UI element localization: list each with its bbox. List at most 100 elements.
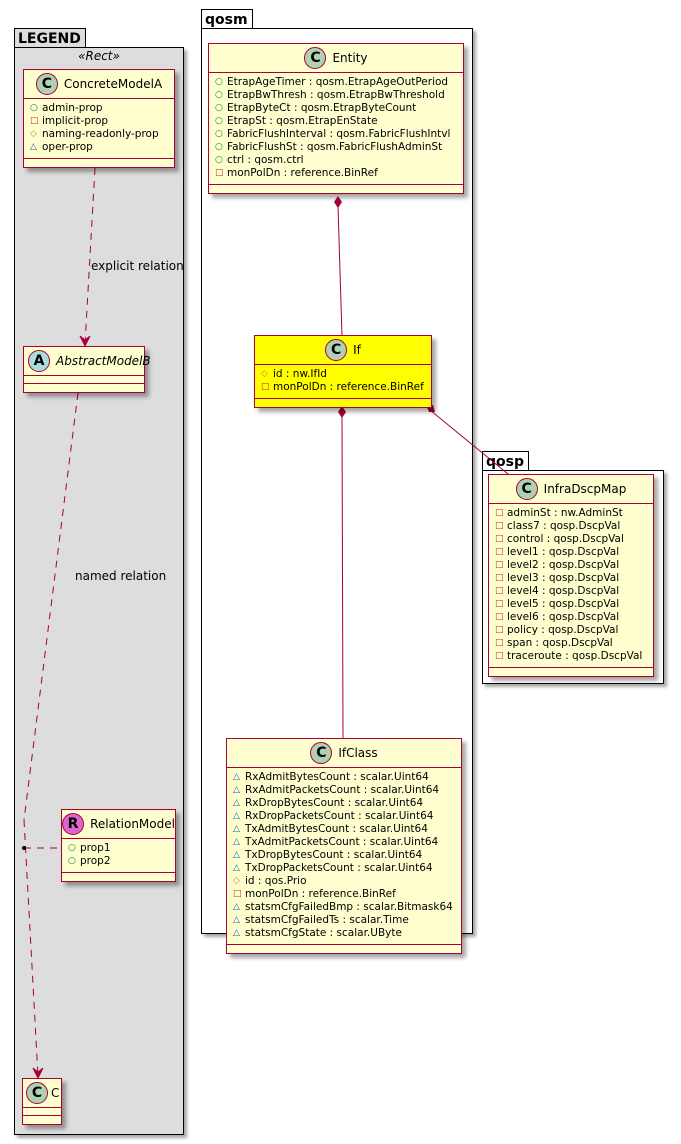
operations-compartment [62, 873, 175, 881]
attribute-text: TxDropPacketsCount : scalar.Uint64 [245, 862, 433, 874]
attribute-row: △statsmCfgFailedBmp : scalar.Bitmask64 [233, 901, 455, 914]
attribute-row: △RxAdmitBytesCount : scalar.Uint64 [233, 771, 455, 784]
attribute-text: naming-readonly-prop [42, 128, 159, 140]
package-visibility-icon: △ [233, 902, 240, 912]
class-entity[interactable]: C Entity ○EtrapAgeTimer : qosm.EtrapAgeO… [208, 43, 464, 194]
attribute-text: FabricFlushInterval : qosm.FabricFlushIn… [227, 128, 451, 140]
private-visibility-icon: □ [495, 573, 504, 583]
public-visibility-icon: ○ [68, 856, 76, 866]
attribute-text: level2 : qosp.DscpVal [507, 559, 620, 571]
attribute-row: □monPolDn : reference.BinRef [233, 888, 455, 901]
package-visibility-icon: △ [233, 928, 240, 938]
class-badge-icon: C [325, 339, 348, 361]
attribute-row: △TxAdmitBytesCount : scalar.Uint64 [233, 823, 455, 836]
attribute-text: statsmCfgState : scalar.UByte [245, 927, 402, 939]
class-name: If [353, 343, 361, 357]
class-badge-icon: C [304, 47, 327, 69]
attribute-row: □span : qosp.DscpVal [495, 637, 647, 650]
attribute-row: □monPolDn : reference.BinRef [215, 167, 457, 180]
attribute-row: □level5 : qosp.DscpVal [495, 598, 647, 611]
attribute-text: level3 : qosp.DscpVal [507, 572, 620, 584]
operations-compartment [24, 159, 174, 167]
package-visibility-icon: △ [30, 142, 37, 152]
attribute-text: level6 : qosp.DscpVal [507, 611, 620, 623]
attribute-row: ○prop2 [68, 855, 169, 868]
class-name: C [51, 1086, 60, 1100]
legend-package: «Rect» [14, 47, 184, 1135]
class-infradscpmap[interactable]: C InfraDscpMap □adminSt : nw.AdminSt□cla… [488, 474, 654, 677]
attribute-text: TxDropBytesCount : scalar.Uint64 [245, 849, 423, 861]
class-name: IfClass [338, 746, 378, 760]
attribute-row: □class7 : qosp.DscpVal [495, 520, 647, 533]
protected-visibility-icon: ◇ [233, 876, 240, 886]
class-if[interactable]: C If ◇id : nw.IfId □monPolDn : reference… [254, 335, 432, 408]
entity-composition-diamond-icon [334, 196, 342, 208]
abstract-badge-icon: A [28, 350, 50, 372]
attribute-row: △ statsmCfgState : scalar.UByte [233, 927, 455, 940]
attribute-text: policy : qosp.DscpVal [507, 624, 619, 636]
class-concrete-model-a[interactable]: C ConcreteModelA ○admin-prop □implicit-p… [23, 69, 175, 168]
class-header: C ConcreteModelA [24, 70, 174, 99]
named-relation-arrowhead [32, 1067, 44, 1080]
operations-compartment [255, 399, 431, 407]
package-visibility-icon: △ [233, 837, 240, 847]
class-c[interactable]: C C [22, 1078, 62, 1125]
attribute-text: control : qosp.DscpVal [507, 533, 624, 545]
attribute-text: level4 : qosp.DscpVal [507, 585, 620, 597]
class-header: C IfClass [227, 739, 461, 768]
private-visibility-icon: □ [495, 521, 504, 531]
class-ifclass[interactable]: C IfClass △RxAdmitBytesCount : scalar.Ui… [226, 738, 462, 954]
private-visibility-icon: □ [30, 116, 39, 126]
attribute-row: □level1 : qosp.DscpVal [495, 546, 647, 559]
public-visibility-icon: ○ [215, 129, 223, 139]
attribute-row: □adminSt : nw.AdminSt [495, 507, 647, 520]
operations-compartment [24, 384, 144, 392]
attribute-row: □level4 : qosp.DscpVal [495, 585, 647, 598]
attribute-text: level1 : qosp.DscpVal [507, 546, 620, 558]
named-relation-line [23, 392, 79, 821]
attribute-row: ○EtrapSt : qosm.EtrapEnState [215, 115, 457, 128]
class-header: C InfraDscpMap [489, 475, 653, 504]
attribute-text: traceroute : qosp.DscpVal [507, 650, 643, 662]
legend-package-tab: LEGEND [14, 28, 86, 48]
attribute-row: ○ EtrapByteCt : qosm.EtrapByteCount [215, 102, 457, 115]
attribute-text: id : nw.IfId [273, 368, 327, 380]
class-abstract-model-b[interactable]: A AbstractModelB [23, 346, 151, 393]
private-visibility-icon: □ [495, 638, 504, 648]
class-relation-model[interactable]: R RelationModel ○prop1 ○prop2 [61, 809, 176, 882]
attribute-text: TxAdmitPacketsCount : scalar.Uint64 [245, 836, 439, 848]
private-visibility-icon: □ [495, 625, 504, 635]
attribute-row: ○FabricFlushSt : qosm.FabricFlushAdminSt [215, 141, 457, 154]
class-badge-icon: C [515, 478, 538, 500]
class-name: RelationModel [90, 817, 175, 831]
class-header: A AbstractModelB [24, 347, 151, 376]
explicit-relation-line [84, 167, 96, 345]
if-infradscpmap-composition-line [429, 409, 509, 475]
attribute-row: ◇naming-readonly-prop [30, 128, 168, 141]
if-ifclass-composition-line [341, 414, 344, 739]
attribute-text: EtrapBwThresh : qosm.EtrapBwThreshold [227, 89, 445, 101]
operations-compartment [23, 1116, 61, 1124]
entity-if-composition-line [337, 205, 343, 337]
package-visibility-icon: △ [233, 785, 240, 795]
attribute-list: △RxAdmitBytesCount : scalar.Uint64△RxAdm… [227, 768, 461, 945]
attribute-row: □control : qosp.DscpVal [495, 533, 647, 546]
attribute-row: ○EtrapBwThresh : qosm.EtrapBwThreshold [215, 89, 457, 102]
attribute-row: □level3 : qosp.DscpVal [495, 572, 647, 585]
attribute-row: □level6 : qosp.DscpVal [495, 611, 647, 624]
package-visibility-icon: △ [233, 863, 240, 873]
attribute-row: △RxAdmitPacketsCount : scalar.Uint64 [233, 784, 455, 797]
attribute-text: EtrapByteCt : qosm.EtrapByteCount [227, 102, 417, 114]
attribute-row: ○ctrl : qosm.ctrl [215, 154, 457, 167]
attribute-row: ○EtrapAgeTimer : qosm.EtrapAgeOutPeriod [215, 76, 457, 89]
public-visibility-icon: ○ [215, 103, 223, 113]
attribute-list [24, 376, 144, 384]
attribute-row: △ TxDropPacketsCount : scalar.Uint64 [233, 862, 455, 875]
attribute-row: △oper-prop [30, 141, 168, 154]
qosp-package-tab: qosp [482, 451, 529, 471]
private-visibility-icon: □ [233, 889, 242, 899]
class-name: InfraDscpMap [543, 482, 627, 496]
attribute-text: level5 : qosp.DscpVal [507, 598, 620, 610]
public-visibility-icon: ○ [215, 142, 223, 152]
